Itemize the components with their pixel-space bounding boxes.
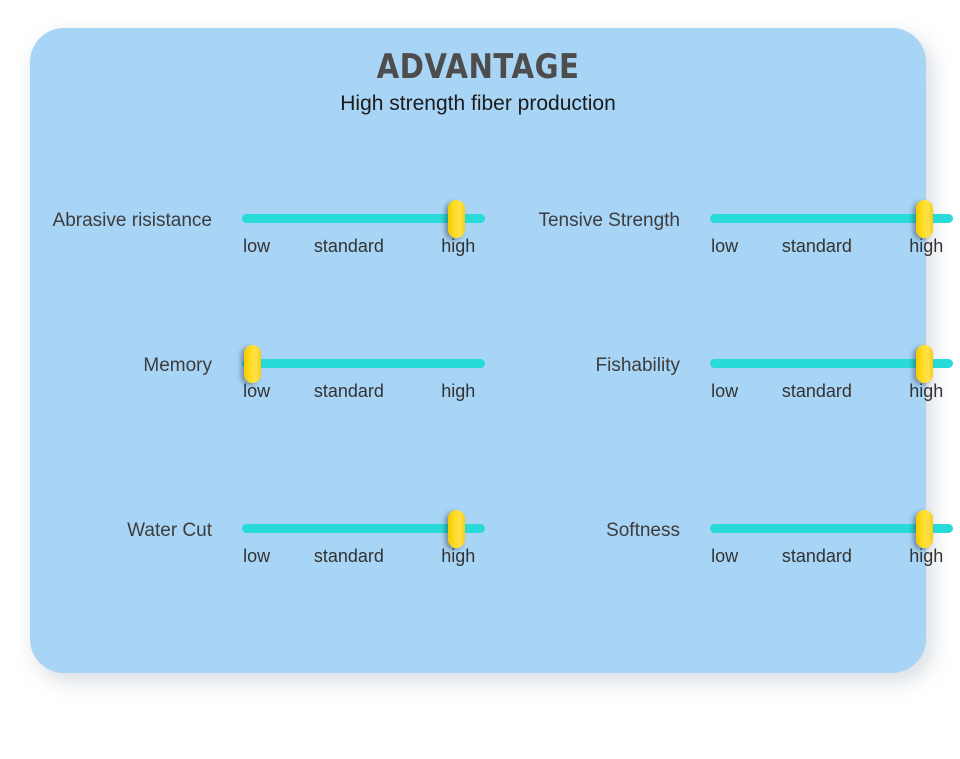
slider-fishability[interactable]: low standard high bbox=[710, 337, 953, 423]
slider-row-memory: Memory low standard high bbox=[42, 337, 485, 423]
slider-ticks: low standard high bbox=[242, 379, 485, 407]
tick-label-low: low bbox=[243, 546, 271, 566]
tick-label-high: high bbox=[909, 236, 944, 256]
slider-ticks: low standard high bbox=[242, 234, 485, 262]
slider-row-abrasive-risistance: Abrasive risistance low standard high bbox=[42, 192, 485, 278]
tick-label-low: low bbox=[711, 236, 739, 256]
slider-label: Abrasive risistance bbox=[52, 210, 212, 231]
slider-grid: Abrasive risistance low standard high Me… bbox=[30, 28, 953, 673]
slider-water-cut[interactable]: low standard high bbox=[242, 502, 485, 588]
slider-label: Water Cut bbox=[127, 520, 212, 541]
tick-label-standard: standard bbox=[781, 236, 852, 256]
slider-softness[interactable]: low standard high bbox=[710, 502, 953, 588]
tick-label-low: low bbox=[243, 381, 271, 401]
slider-row-softness: Softness low standard high bbox=[510, 502, 953, 588]
slider-memory[interactable]: low standard high bbox=[242, 337, 485, 423]
slider-tensive-strength[interactable]: low standard high bbox=[710, 192, 953, 278]
slider-ticks: low standard high bbox=[710, 234, 953, 262]
slider-ticks: low standard high bbox=[710, 544, 953, 572]
slider-handle[interactable] bbox=[447, 510, 465, 548]
slider-abrasive-risistance[interactable]: low standard high bbox=[242, 192, 485, 278]
tick-label-standard: standard bbox=[313, 381, 384, 401]
slider-ticks: low standard high bbox=[710, 379, 953, 407]
tick-label-high: high bbox=[909, 546, 944, 566]
tick-label-low: low bbox=[243, 236, 271, 256]
slider-track[interactable] bbox=[242, 359, 485, 368]
slider-track[interactable] bbox=[710, 524, 953, 533]
slider-ticks: low standard high bbox=[242, 544, 485, 572]
page-title: ADVANTAGE bbox=[376, 47, 580, 87]
tick-label-low: low bbox=[711, 546, 739, 566]
tick-label-standard: standard bbox=[781, 381, 852, 401]
tick-label-low: low bbox=[711, 381, 739, 401]
slider-handle[interactable] bbox=[243, 345, 261, 383]
slider-row-tensive-strength: Tensive Strength low standard high bbox=[510, 192, 953, 278]
slider-handle[interactable] bbox=[915, 200, 933, 238]
slider-handle[interactable] bbox=[447, 200, 465, 238]
advantage-card: ADVANTAGE High strength fiber production… bbox=[30, 28, 953, 673]
slider-track[interactable] bbox=[710, 214, 953, 223]
slider-row-water-cut: Water Cut low standard high bbox=[42, 502, 485, 588]
slider-label: Softness bbox=[606, 520, 680, 541]
slider-track[interactable] bbox=[710, 359, 953, 368]
tick-label-standard: standard bbox=[313, 546, 384, 566]
slider-handle[interactable] bbox=[915, 345, 933, 383]
tick-label-standard: standard bbox=[781, 546, 852, 566]
slider-handle[interactable] bbox=[915, 510, 933, 548]
page-subtitle: High strength fiber production bbox=[340, 91, 616, 115]
tick-label-standard: standard bbox=[313, 236, 384, 256]
tick-label-high: high bbox=[909, 381, 944, 401]
slider-label: Tensive Strength bbox=[538, 210, 680, 231]
slider-track[interactable] bbox=[242, 214, 485, 223]
tick-label-high: high bbox=[441, 236, 476, 256]
slider-track[interactable] bbox=[242, 524, 485, 533]
card-header: ADVANTAGE High strength fiber production bbox=[30, 47, 926, 115]
tick-label-high: high bbox=[441, 381, 476, 401]
slider-label: Fishability bbox=[595, 355, 680, 376]
slider-label: Memory bbox=[143, 355, 212, 376]
slider-row-fishability: Fishability low standard high bbox=[510, 337, 953, 423]
tick-label-high: high bbox=[441, 546, 476, 566]
